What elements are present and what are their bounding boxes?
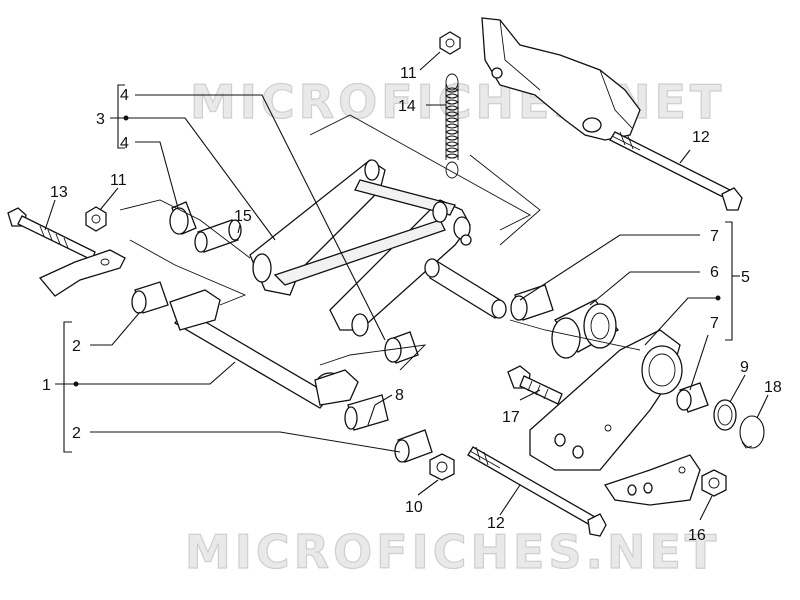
bolt-17 <box>507 365 563 405</box>
circlip-18 <box>739 415 765 449</box>
bush-2-left <box>131 281 169 314</box>
leader-lines <box>44 51 769 521</box>
nut-11-left <box>85 206 107 232</box>
label-part-12-bottom: 12 <box>487 515 505 532</box>
pin-15 <box>194 219 242 253</box>
label-part-1: 1 <box>42 377 51 394</box>
label-part-11-top: 11 <box>400 65 417 82</box>
plate-left <box>38 249 126 297</box>
label-part-3: 3 <box>96 111 105 128</box>
label-part-10: 10 <box>405 499 423 516</box>
bolt-12-top <box>609 131 743 211</box>
label-part-16: 16 <box>688 527 706 544</box>
label-part-4-upper: 4 <box>120 87 129 104</box>
nut-10 <box>429 453 455 481</box>
label-part-2-upper: 2 <box>72 338 81 355</box>
nut-11-top <box>439 31 461 55</box>
part-labels: 4 3 4 11 14 12 13 11 15 7 6 5 7 2 1 2 8 … <box>42 65 782 544</box>
plate-right <box>603 454 701 506</box>
shaft-1 <box>169 289 359 409</box>
spring-14 <box>445 73 459 179</box>
pin-8 <box>344 394 389 431</box>
bolt-13 <box>7 207 96 261</box>
label-part-4-lower: 4 <box>120 135 129 152</box>
bush-2-right <box>394 429 433 463</box>
frame-bracket <box>481 17 641 141</box>
label-part-15: 15 <box>234 208 252 225</box>
nut-16 <box>701 469 727 497</box>
label-part-7-upper: 7 <box>710 228 719 245</box>
label-part-5: 5 <box>741 269 750 286</box>
label-part-13: 13 <box>50 184 68 201</box>
ring-7-lower <box>676 382 709 413</box>
label-part-6: 6 <box>710 264 719 281</box>
pin-lower-arm <box>424 234 507 319</box>
swing-arm-3 <box>249 159 471 337</box>
bolt-12-bottom <box>467 446 607 537</box>
seal-9 <box>713 399 737 431</box>
bush-4-upper <box>169 201 197 235</box>
bush-4-lower <box>384 331 419 364</box>
watermark-bottom: MICROFICHES.NET <box>185 525 720 579</box>
assembly-guide-lines <box>119 114 641 371</box>
label-part-18: 18 <box>764 379 782 396</box>
ring-7-upper <box>510 284 554 321</box>
bearing-6 <box>551 299 619 359</box>
arm-5 <box>529 329 683 471</box>
label-part-17: 17 <box>502 409 520 426</box>
label-part-9: 9 <box>740 359 749 376</box>
label-part-7-lower: 7 <box>710 315 719 332</box>
label-part-11-left: 11 <box>110 172 127 189</box>
label-part-14: 14 <box>398 98 416 115</box>
label-part-12-top: 12 <box>692 129 710 146</box>
label-part-8: 8 <box>395 387 404 404</box>
label-part-2-lower: 2 <box>72 425 81 442</box>
